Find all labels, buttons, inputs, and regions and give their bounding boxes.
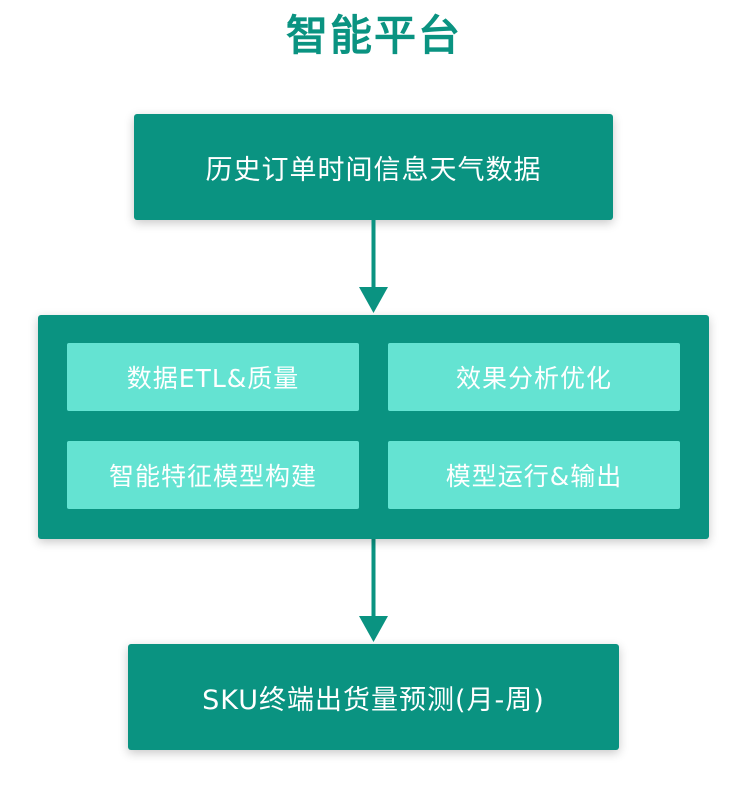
arrowhead-down-icon (359, 287, 388, 313)
module-model-run-output: 模型运行&输出 (388, 441, 680, 509)
module-effect-analysis: 效果分析优化 (388, 343, 680, 411)
module-label: 效果分析优化 (455, 364, 612, 393)
diagram-title: 智能平台 (285, 11, 462, 60)
module-feature-model-build: 智能特征模型构建 (67, 441, 359, 509)
arrowhead-down-icon (359, 616, 388, 642)
module-label: 智能特征模型构建 (108, 462, 317, 491)
module-label: 数据ETL&质量 (126, 364, 300, 393)
input-data-label: 历史订单时间信息天气数据 (205, 154, 542, 186)
module-etl-quality: 数据ETL&质量 (67, 343, 359, 411)
module-label: 模型运行&输出 (445, 462, 623, 491)
platform-panel: 数据ETL&质量 效果分析优化 智能特征模型构建 模型运行&输出 (38, 315, 709, 539)
input-data-box: 历史订单时间信息天气数据 (134, 114, 613, 220)
output-forecast-label: SKU终端出货量预测(月-周) (202, 684, 545, 716)
output-forecast-box: SKU终端出货量预测(月-周) (128, 644, 619, 750)
